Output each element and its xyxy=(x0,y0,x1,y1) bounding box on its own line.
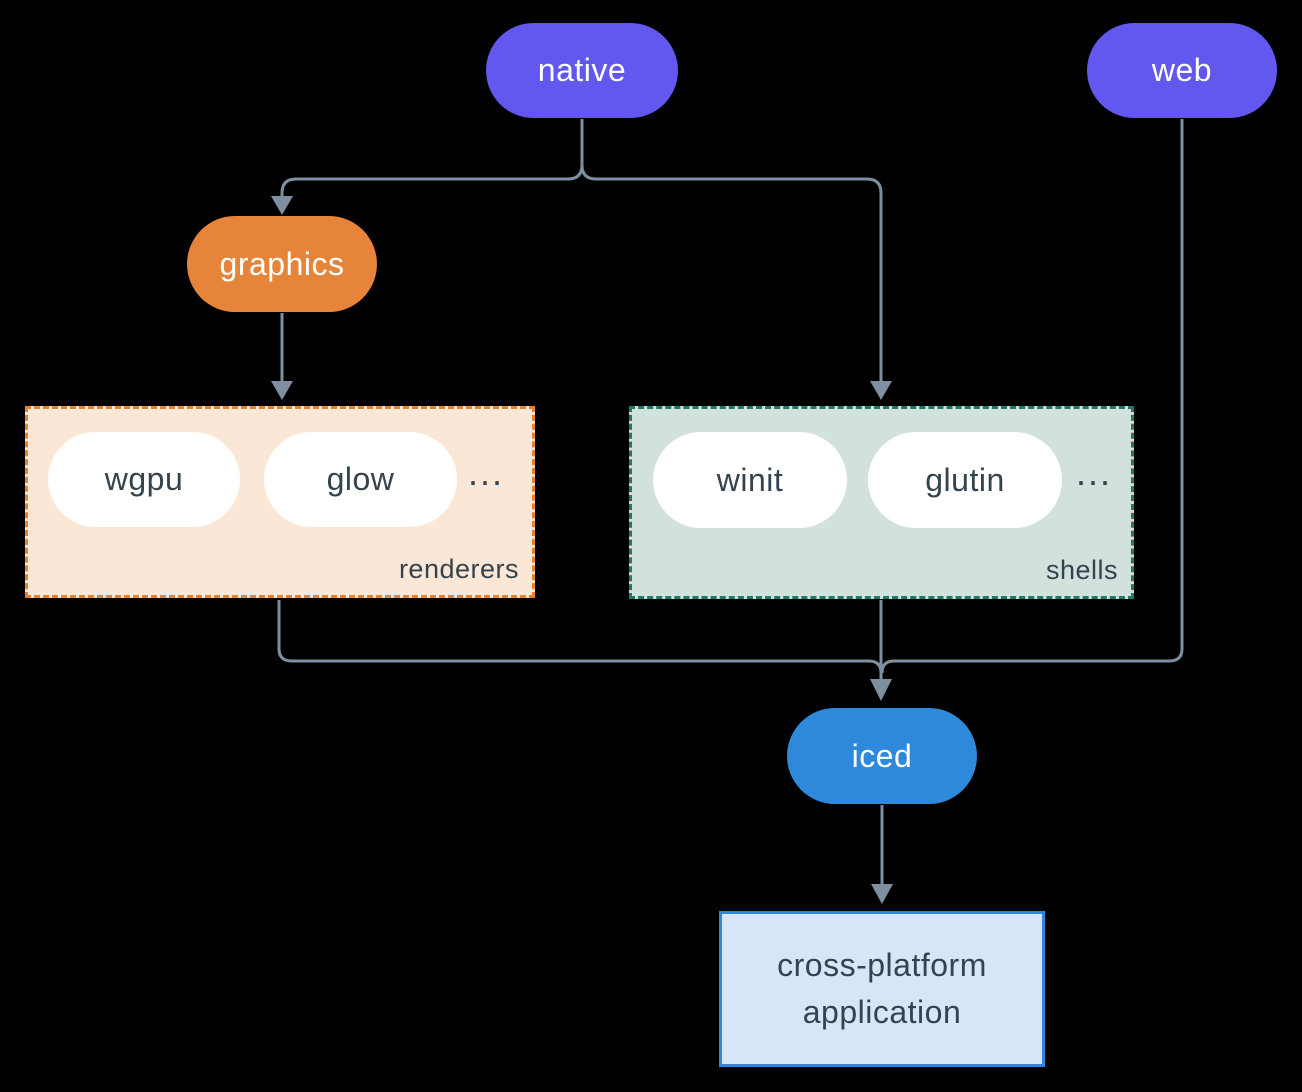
node-glow-label: glow xyxy=(326,461,395,497)
arrowhead-shells xyxy=(870,381,892,400)
arrowhead-renderers xyxy=(271,381,293,400)
node-graphics: graphics xyxy=(187,216,377,312)
edge-native-graphics xyxy=(280,164,584,197)
renderers-ellipsis: ... xyxy=(468,452,505,493)
node-native: native xyxy=(486,23,678,118)
node-glutin: glutin xyxy=(868,432,1062,528)
node-cross-platform-application: cross-platform application xyxy=(719,911,1045,1067)
node-winit-label: winit xyxy=(716,461,784,498)
node-winit: winit xyxy=(653,432,847,528)
node-iced: iced xyxy=(787,708,977,804)
shells-ellipsis: ... xyxy=(1076,452,1113,493)
node-native-label: native xyxy=(537,52,627,88)
node-glutin-label: glutin xyxy=(925,461,1005,498)
arrowhead-app xyxy=(871,884,893,904)
edge-native-shells xyxy=(580,164,883,381)
app-label-line1: cross-platform xyxy=(777,947,987,983)
group-renderers-label: renderers xyxy=(398,554,519,584)
node-iced-label: iced xyxy=(851,737,913,774)
arrowhead-iced xyxy=(870,679,892,701)
edge-renderers-junction xyxy=(277,600,883,674)
node-wgpu-label: wgpu xyxy=(104,461,184,497)
edge-web-junction xyxy=(880,119,1184,674)
node-web: web xyxy=(1087,23,1277,118)
app-label-line2: application xyxy=(802,994,962,1030)
node-glow: glow xyxy=(264,432,457,527)
node-graphics-label: graphics xyxy=(219,245,345,282)
group-shells-label: shells xyxy=(1045,555,1118,585)
node-wgpu: wgpu xyxy=(48,432,240,527)
arrowhead-graphics xyxy=(271,196,293,215)
node-web-label: web xyxy=(1151,52,1213,88)
